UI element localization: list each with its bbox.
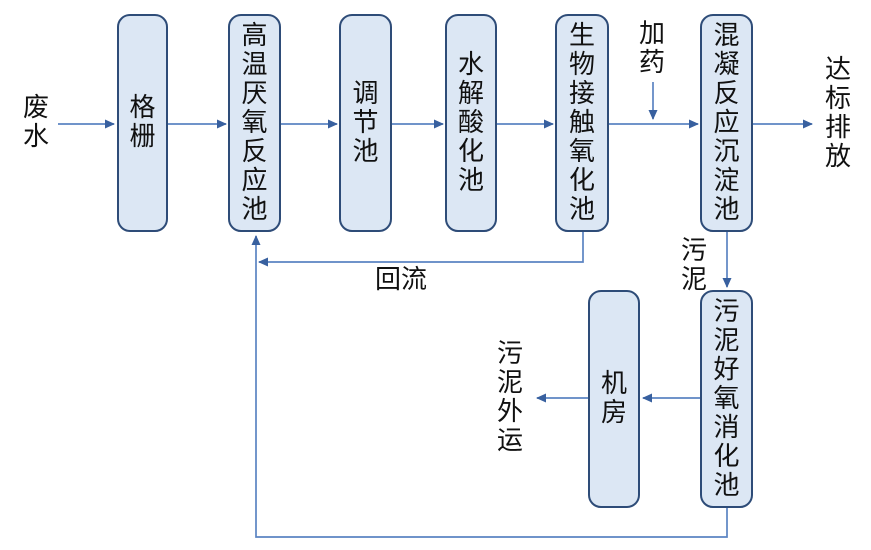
- process-box-label: 水 解 酸 化 池: [457, 49, 484, 196]
- label-reflux: 回流: [374, 265, 427, 295]
- label-influent: 废 水: [22, 93, 49, 152]
- process-box-machine-room: 机 房: [588, 290, 640, 508]
- label-sludge-out: 污 泥 外 运: [496, 339, 523, 456]
- process-box-label: 调 节 池: [352, 78, 379, 167]
- process-box-regulating-tank: 调 节 池: [339, 14, 392, 232]
- label-dosing: 加 药: [638, 19, 665, 78]
- process-box-high-temp-anaerobic-tank: 高 温 厌 氧 反 应 池: [228, 14, 281, 232]
- arrow-sludge-return-line: [251, 235, 728, 538]
- process-box-label: 机 房: [600, 369, 627, 428]
- process-box-label: 污 泥 好 氧 消 化 池: [713, 296, 740, 501]
- process-box-grid: 格 栅: [117, 14, 168, 232]
- process-box-hydrolysis-acidification: 水 解 酸 化 池: [445, 14, 497, 232]
- label-sludge: 污 泥: [680, 236, 707, 295]
- process-box-bio-contact-oxidation: 生 物 接 触 氧 化 池: [555, 14, 609, 232]
- process-box-coagulation-sedimentation: 混 凝 反 应 沉 淀 池: [700, 14, 753, 232]
- process-box-label: 格 栅: [129, 93, 156, 152]
- process-box-sludge-aerobic-digestion: 污 泥 好 氧 消 化 池: [700, 290, 753, 508]
- arrow-reflux-line: [258, 232, 584, 267]
- label-effluent: 达 标 排 放: [824, 55, 851, 172]
- process-box-label: 高 温 厌 氧 反 应 池: [241, 20, 268, 225]
- process-box-label: 混 凝 反 应 沉 淀 池: [713, 20, 740, 225]
- process-box-label: 生 物 接 触 氧 化 池: [568, 20, 595, 225]
